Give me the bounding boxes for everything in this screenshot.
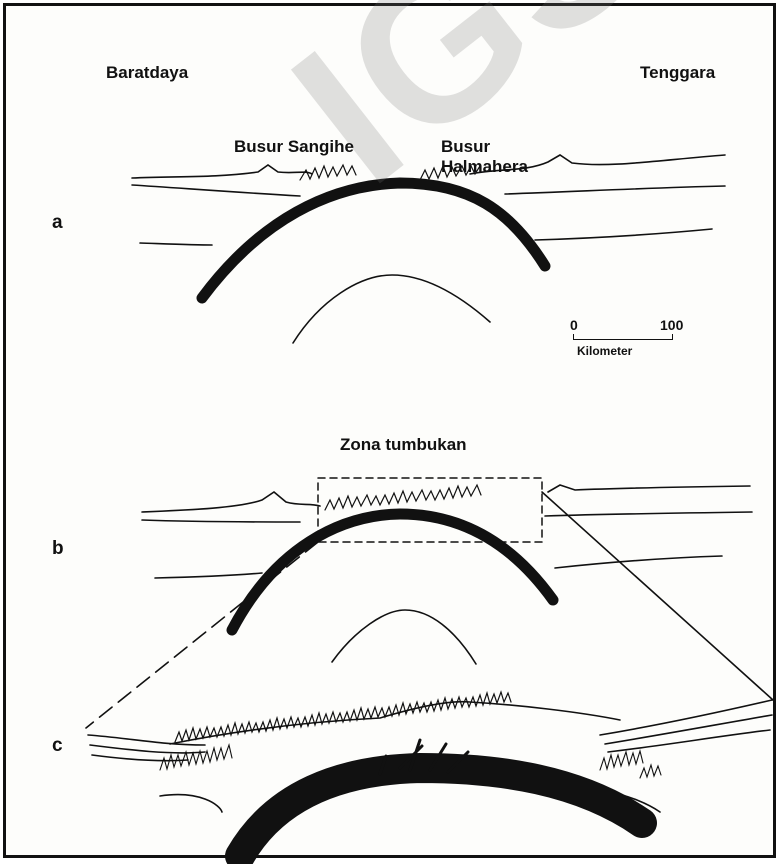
panel-b-wedge-texture xyxy=(325,485,481,510)
panel-a-subducting-slab xyxy=(202,183,545,298)
panel-a-layer-4 xyxy=(535,229,712,240)
panel-c-layers-right xyxy=(600,700,772,752)
panel-a-layer-1 xyxy=(132,185,300,196)
panel-b-mantle-arc xyxy=(332,610,476,664)
panel-b-seafloor xyxy=(142,485,750,512)
halmahera-arc-label-line2: Halmahera xyxy=(441,158,528,176)
panel-a-mantle-arc xyxy=(293,275,490,343)
zoom-line-left xyxy=(86,542,318,728)
panel-c-subducting-slab xyxy=(240,768,642,856)
collision-zone-label: Zona tumbukan xyxy=(340,436,467,454)
panel-a-layer-2 xyxy=(505,186,725,194)
scale-unit-label: Kilometer xyxy=(577,345,632,358)
panel-a-label: a xyxy=(52,213,63,233)
scale-min-label: 0 xyxy=(570,318,578,333)
panel-b-layer-4 xyxy=(555,556,722,568)
halmahera-arc-label-line1: Busur xyxy=(441,138,490,156)
scale-bar: 0 100 Kilometer xyxy=(570,318,690,368)
sangihe-arc-label: Busur Sangihe xyxy=(234,138,354,156)
zoom-line-right xyxy=(542,492,773,700)
southwest-label: Baratdaya xyxy=(106,64,188,82)
panel-c-section xyxy=(88,692,772,812)
southeast-label: Tenggara xyxy=(640,64,715,82)
collision-zone-box xyxy=(318,478,542,542)
panel-b-layer-1 xyxy=(142,520,300,522)
panel-b-label: b xyxy=(52,539,64,559)
panel-a-seafloor-left xyxy=(132,165,312,178)
panel-b-layer-3 xyxy=(155,573,262,578)
scale-bar-line xyxy=(573,334,673,340)
panel-a-layer-3 xyxy=(140,243,212,245)
panel-c-label: c xyxy=(52,736,63,756)
scale-max-label: 100 xyxy=(660,318,683,333)
panel-b-layer-2 xyxy=(545,512,752,516)
